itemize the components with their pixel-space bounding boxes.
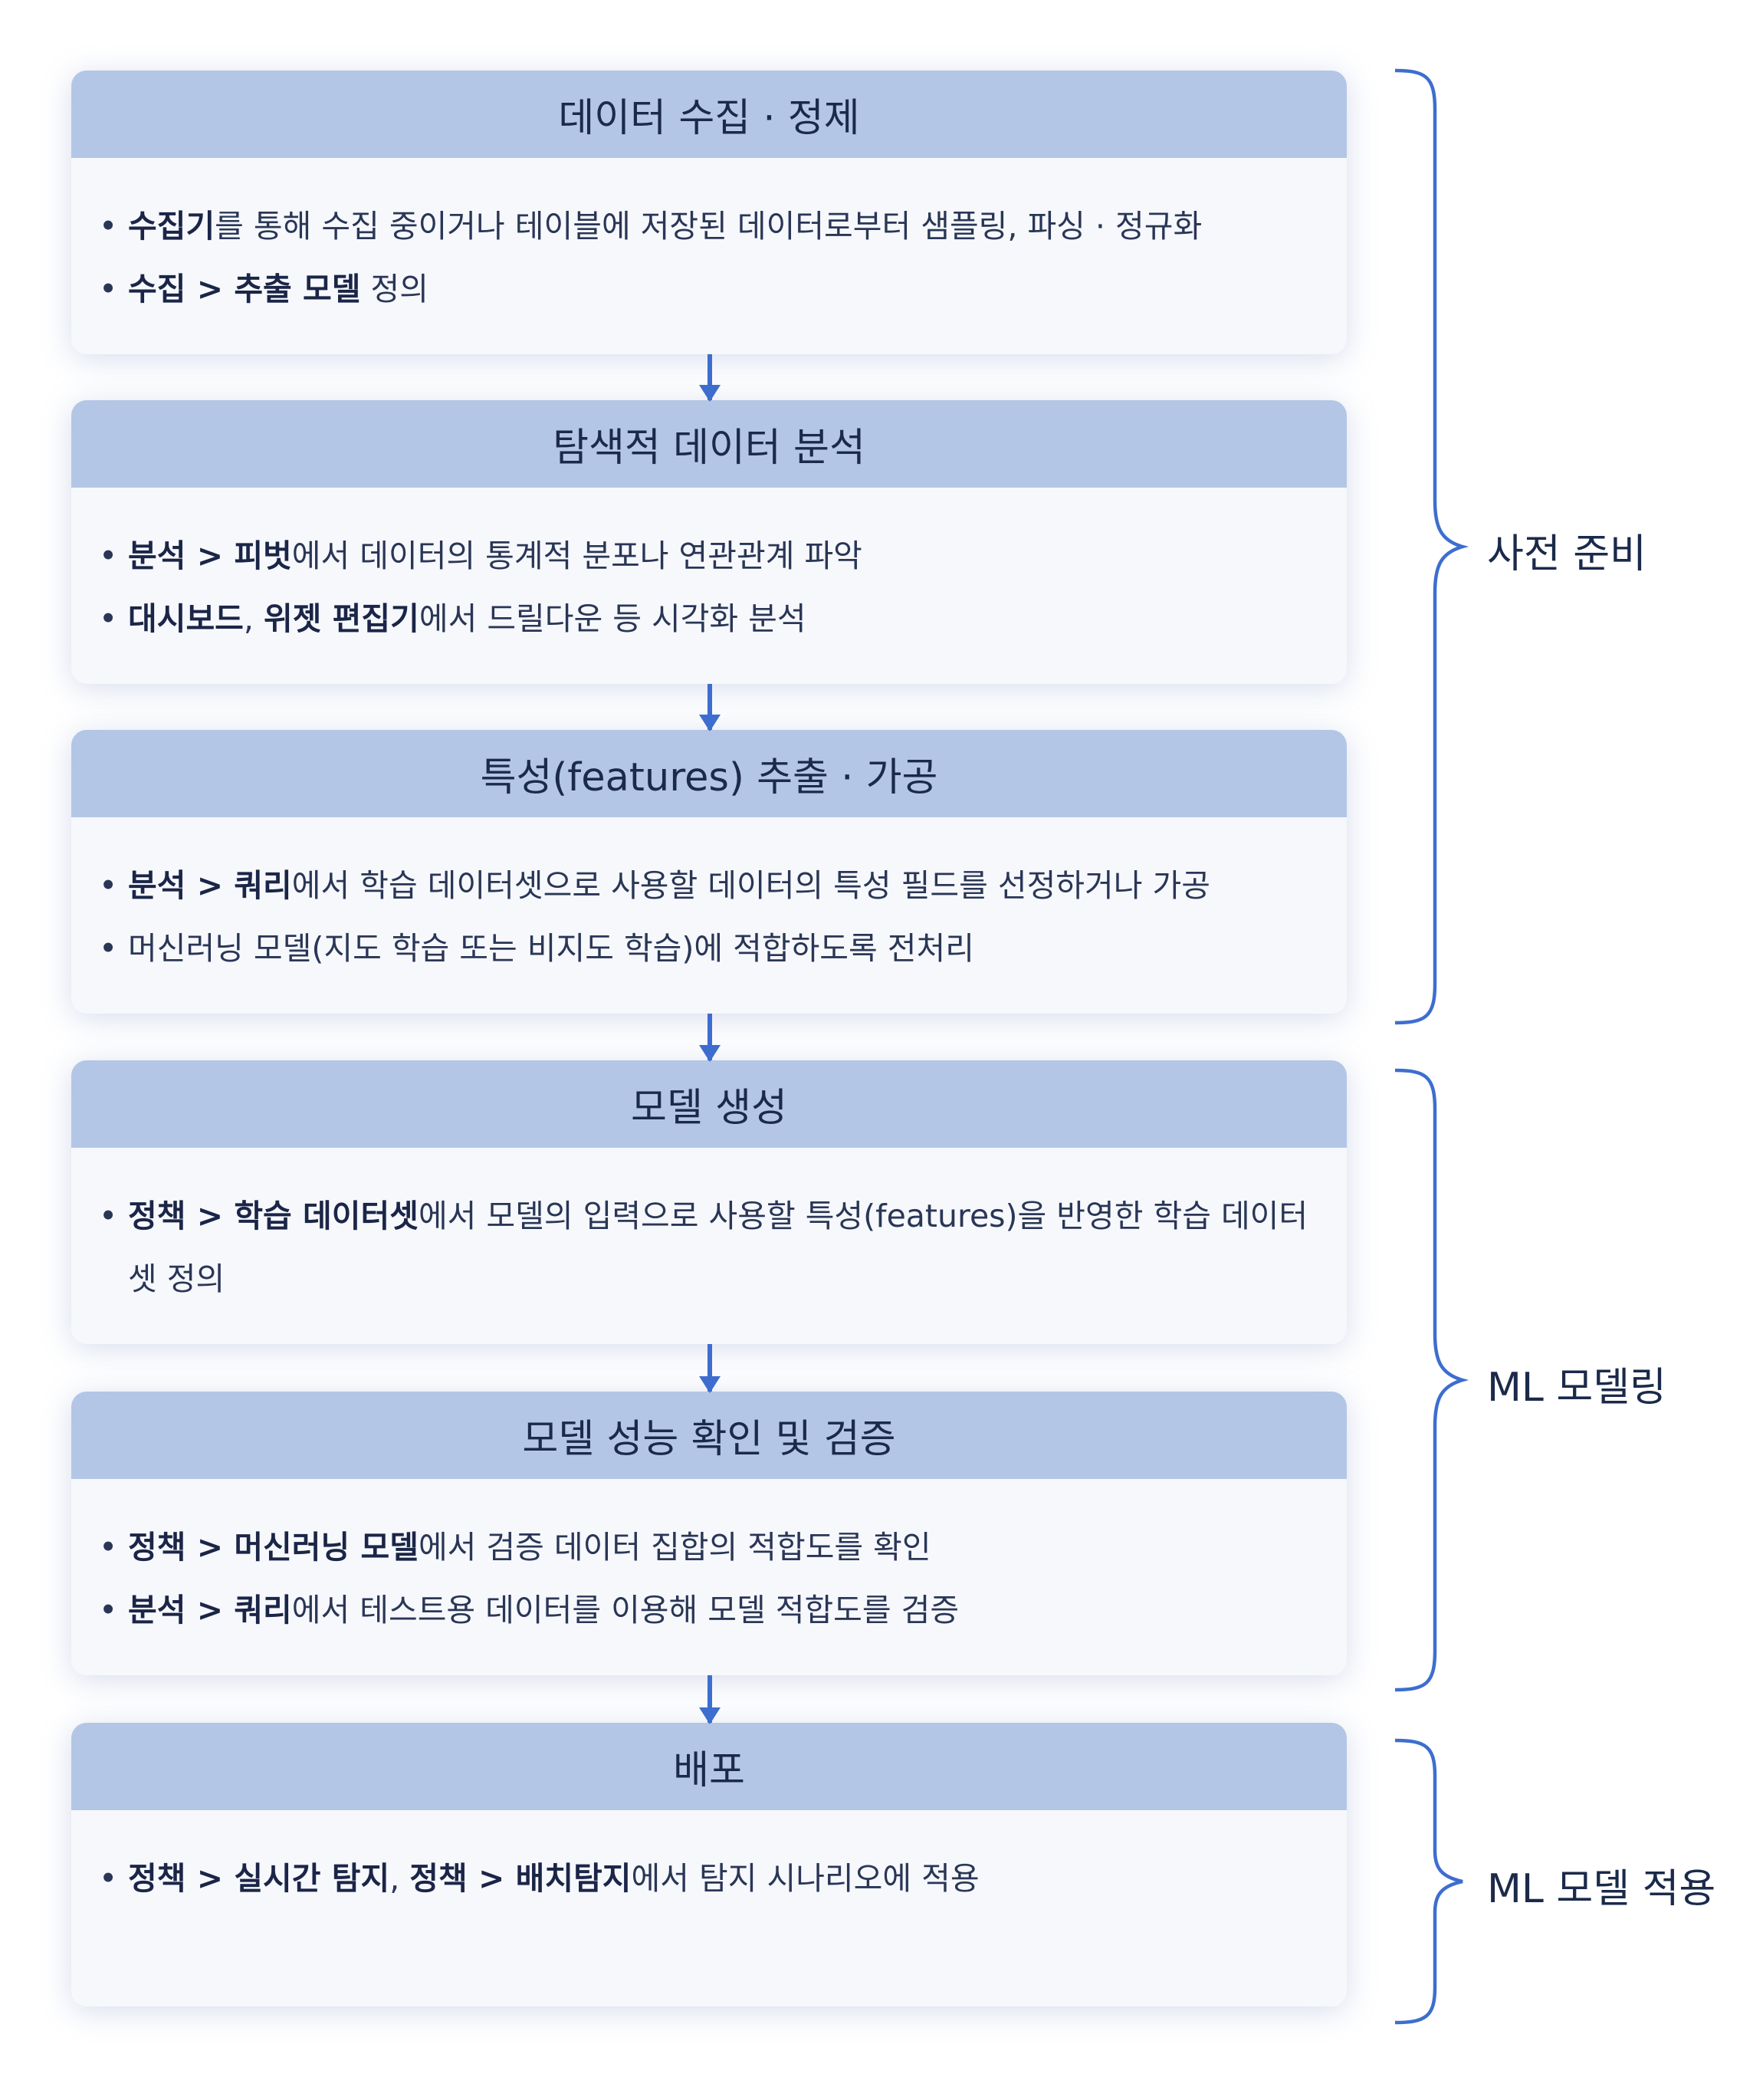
- step-card-feature-extraction: 특성(features) 추출 · 가공 분석 > 쿼리에서 학습 데이터셋으로…: [71, 730, 1347, 1014]
- phase-brace: [1395, 68, 1469, 1025]
- step-body: 분석 > 피벗에서 데이터의 통계적 분포나 연관관계 파악 대시보드, 위젯 …: [71, 488, 1347, 650]
- bullet-item: 머신러닝 모델(지도 학습 또는 비지도 학습)에 적합하도록 전처리: [99, 917, 1316, 980]
- bullet-item: 수집 > 추출 모델 정의: [99, 258, 1316, 320]
- bullet-item: 수집기를 통해 수집 중이거나 테이블에 저장된 데이터로부터 샘플링, 파싱 …: [99, 195, 1316, 258]
- flow-arrow: [699, 684, 721, 731]
- step-title: 모델 성능 확인 및 검증: [71, 1392, 1347, 1479]
- phase-brace: [1395, 1068, 1469, 1692]
- phase-brace: [1395, 1738, 1463, 2025]
- step-title: 배포: [71, 1723, 1347, 1810]
- bullet-item: 정책 > 실시간 탐지, 정책 > 배치탐지에서 탐지 시나리오에 적용: [99, 1847, 1316, 1910]
- step-title: 모델 생성: [71, 1060, 1347, 1148]
- phase-label-preparation: 사전 준비: [1487, 531, 1646, 577]
- flow-arrow: [699, 1344, 721, 1393]
- bullet-item: 분석 > 쿼리에서 테스트용 데이터를 이용해 모델 적합도를 검증: [99, 1579, 1316, 1642]
- bullet-item: 정책 > 학습 데이터셋에서 모델의 입력으로 사용할 특성(features)…: [99, 1185, 1316, 1310]
- step-body: 정책 > 실시간 탐지, 정책 > 배치탐지에서 탐지 시나리오에 적용: [71, 1810, 1347, 1910]
- step-card-deployment: 배포 정책 > 실시간 탐지, 정책 > 배치탐지에서 탐지 시나리오에 적용: [71, 1723, 1347, 2006]
- step-card-model-creation: 모델 생성 정책 > 학습 데이터셋에서 모델의 입력으로 사용할 특성(fea…: [71, 1060, 1347, 1344]
- flow-arrow: [699, 1014, 721, 1062]
- bullet-item: 분석 > 쿼리에서 학습 데이터셋으로 사용할 데이터의 특성 필드를 선정하거…: [99, 854, 1316, 917]
- bullet-item: 정책 > 머신러닝 모델에서 검증 데이터 집합의 적합도를 확인: [99, 1516, 1316, 1579]
- step-body: 분석 > 쿼리에서 학습 데이터셋으로 사용할 데이터의 특성 필드를 선정하거…: [71, 817, 1347, 980]
- step-body: 정책 > 학습 데이터셋에서 모델의 입력으로 사용할 특성(features)…: [71, 1148, 1347, 1310]
- bullet-item: 대시보드, 위젯 편집기에서 드릴다운 등 시각화 분석: [99, 587, 1316, 650]
- bullet-item: 분석 > 피벗에서 데이터의 통계적 분포나 연관관계 파악: [99, 524, 1316, 587]
- step-title: 탐색적 데이터 분석: [71, 400, 1347, 488]
- step-title: 특성(features) 추출 · 가공: [71, 730, 1347, 817]
- step-title: 데이터 수집 · 정제: [71, 71, 1347, 158]
- step-card-eda: 탐색적 데이터 분석 분석 > 피벗에서 데이터의 통계적 분포나 연관관계 파…: [71, 400, 1347, 684]
- step-body: 수집기를 통해 수집 중이거나 테이블에 저장된 데이터로부터 샘플링, 파싱 …: [71, 158, 1347, 320]
- step-card-data-collection: 데이터 수집 · 정제 수집기를 통해 수집 중이거나 테이블에 저장된 데이터…: [71, 71, 1347, 354]
- phase-label-ml-modeling: ML 모델링: [1487, 1365, 1666, 1411]
- flow-arrow: [699, 354, 721, 402]
- step-body: 정책 > 머신러닝 모델에서 검증 데이터 집합의 적합도를 확인 분석 > 쿼…: [71, 1479, 1347, 1642]
- phase-label-ml-application: ML 모델 적용: [1487, 1866, 1716, 1912]
- flow-arrow: [699, 1675, 721, 1724]
- step-card-model-validation: 모델 성능 확인 및 검증 정책 > 머신러닝 모델에서 검증 데이터 집합의 …: [71, 1392, 1347, 1675]
